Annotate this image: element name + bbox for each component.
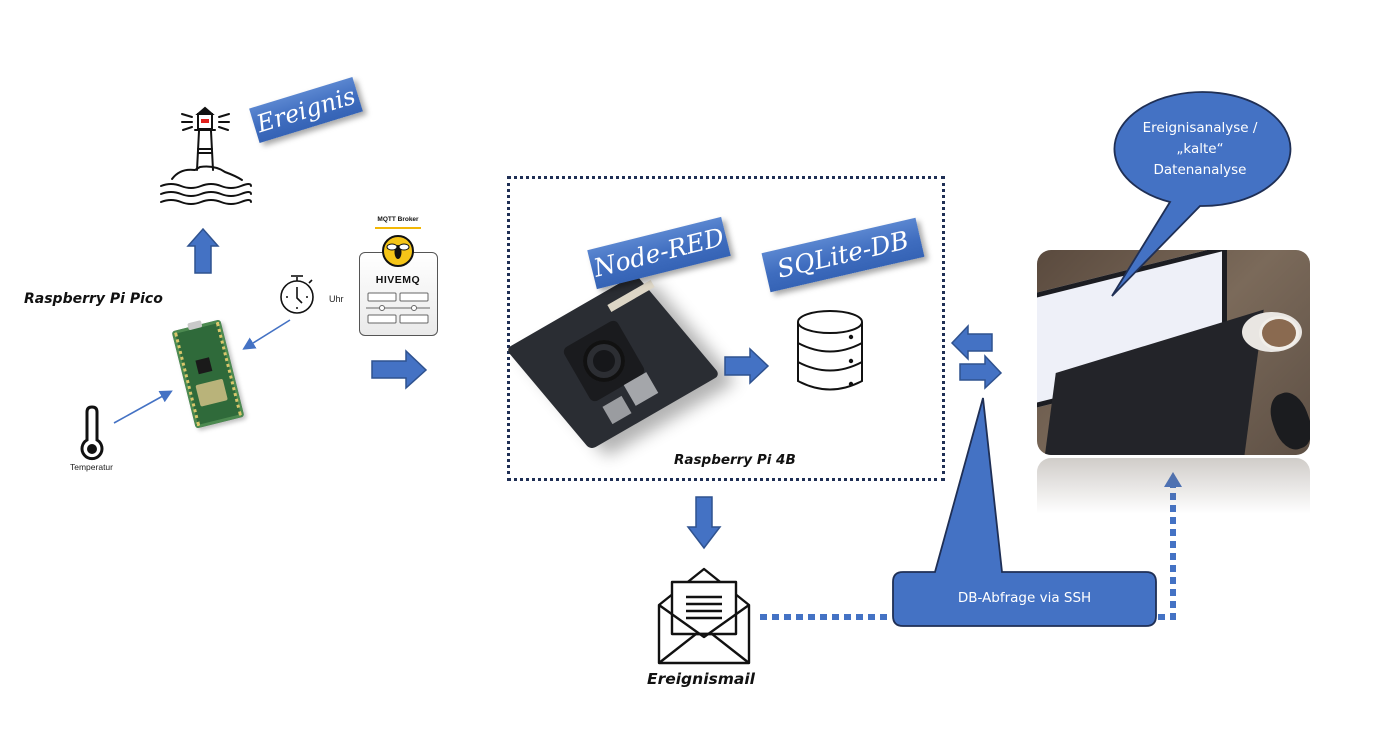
raspberry-pi-pico-image [171, 319, 245, 429]
analysis-callout-text: Ereignisanalyse / „kalte“ Datenanalyse [1120, 118, 1280, 181]
mail-label: Ereignismail [647, 670, 755, 688]
hivemq-label: HIVEMQ [375, 274, 421, 286]
event-banner: Ereignis [249, 76, 363, 144]
mqtt-broker-label: MQTT Broker [377, 216, 419, 223]
raspberry-pi-4b-container [507, 176, 945, 481]
mqtt-underline [375, 227, 421, 229]
clock-label: Uhr [329, 294, 344, 304]
pi4-label: Raspberry Pi 4B [674, 452, 796, 468]
raspberry-pi-4b-image [505, 273, 721, 452]
pico-label: Raspberry Pi Pico [24, 291, 163, 307]
ssh-callout-text: DB-Abfrage via SSH [957, 590, 1092, 606]
hivemq-card: HIVEMQ [359, 252, 438, 336]
laptop-photo [1037, 250, 1310, 455]
laptop-photo-reflection [1037, 458, 1310, 514]
temperature-label: Temperatur [70, 462, 113, 472]
analysis-line-3: Datenanalyse [1153, 162, 1247, 178]
analysis-line-2: „kalte“ [1176, 141, 1224, 157]
analysis-line-1: Ereignisanalyse / [1142, 120, 1258, 136]
server-rack-icon [366, 292, 430, 324]
